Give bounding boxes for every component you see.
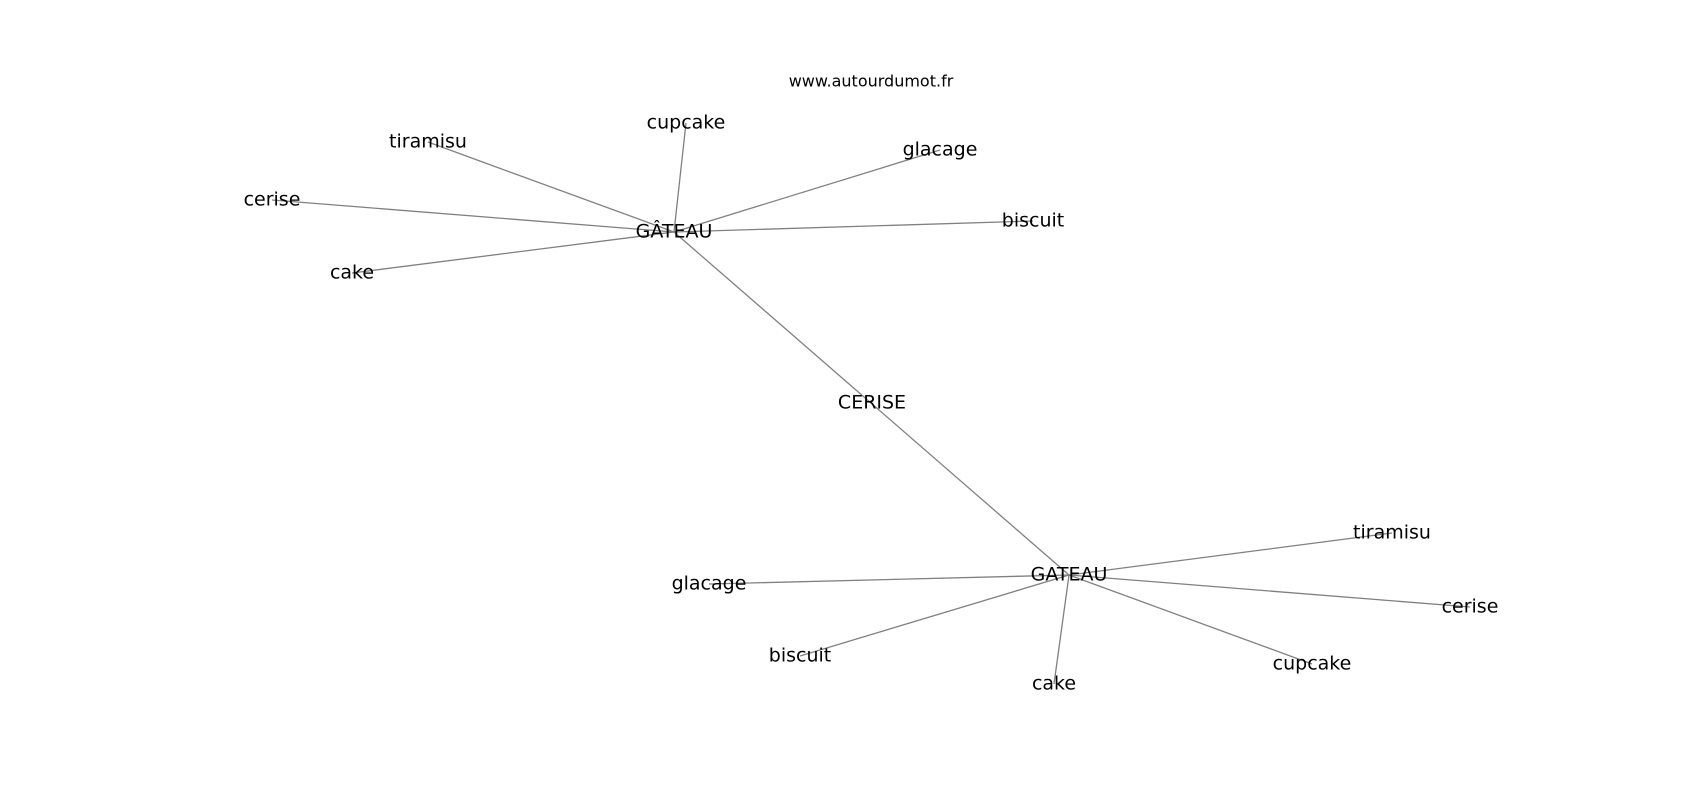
edge-gateau_plain-glacage_2 <box>708 574 1070 585</box>
edge-gateau_accent-glacage_1 <box>673 149 941 233</box>
node-label-cake-1: cake <box>330 262 374 284</box>
node-label-gateau-accent: GÂTEAU <box>636 220 713 243</box>
node-label-biscuit-1: biscuit <box>1002 210 1064 232</box>
node-label-tiramisu-2: tiramisu <box>1353 522 1431 544</box>
node-layer: GÂTEAU CERISE GATEAU tiramisu cupcake glacage… <box>244 112 1499 695</box>
edge-gateau_plain-cake_2 <box>1053 574 1070 685</box>
edge-gateau_plain-cupcake_2 <box>1068 574 1313 665</box>
edge-gateau_accent-cake_1 <box>351 231 675 274</box>
edge-gateau_accent-biscuit_1 <box>673 220 1034 233</box>
watermark-text: www.autourdumot.fr <box>789 72 954 91</box>
edge-gateau_accent-cerise_1 <box>271 199 675 233</box>
node-label-cupcake-1: cupcake <box>647 112 726 134</box>
node-label-tiramisu-1: tiramisu <box>389 131 467 153</box>
node-label-cake-2: cake <box>1032 673 1076 695</box>
node-label-cupcake-2: cupcake <box>1273 653 1352 675</box>
edge-gateau_plain-cerise_2 <box>1068 574 1471 608</box>
node-label-biscuit-2: biscuit <box>769 645 831 667</box>
edge-gateau_accent-tiramisu_1 <box>427 141 675 233</box>
edge-gateau_plain-biscuit_2 <box>799 574 1070 657</box>
node-label-glacage-1: glacage <box>903 139 978 161</box>
edge-layer <box>271 122 1471 685</box>
edge-gateau_accent-gateau_plain <box>673 231 1070 576</box>
edge-gateau_plain-tiramisu_2 <box>1068 532 1393 576</box>
node-label-cerise-2: cerise <box>1442 596 1499 618</box>
node-label-cerise-1: cerise <box>244 189 301 211</box>
node-label-gateau-plain: GATEAU <box>1031 564 1108 586</box>
node-label-glacage-2: glacage <box>672 573 747 595</box>
edge-gateau_accent-cupcake_1 <box>673 122 687 233</box>
node-label-cerise-center: CERISE <box>838 392 906 414</box>
